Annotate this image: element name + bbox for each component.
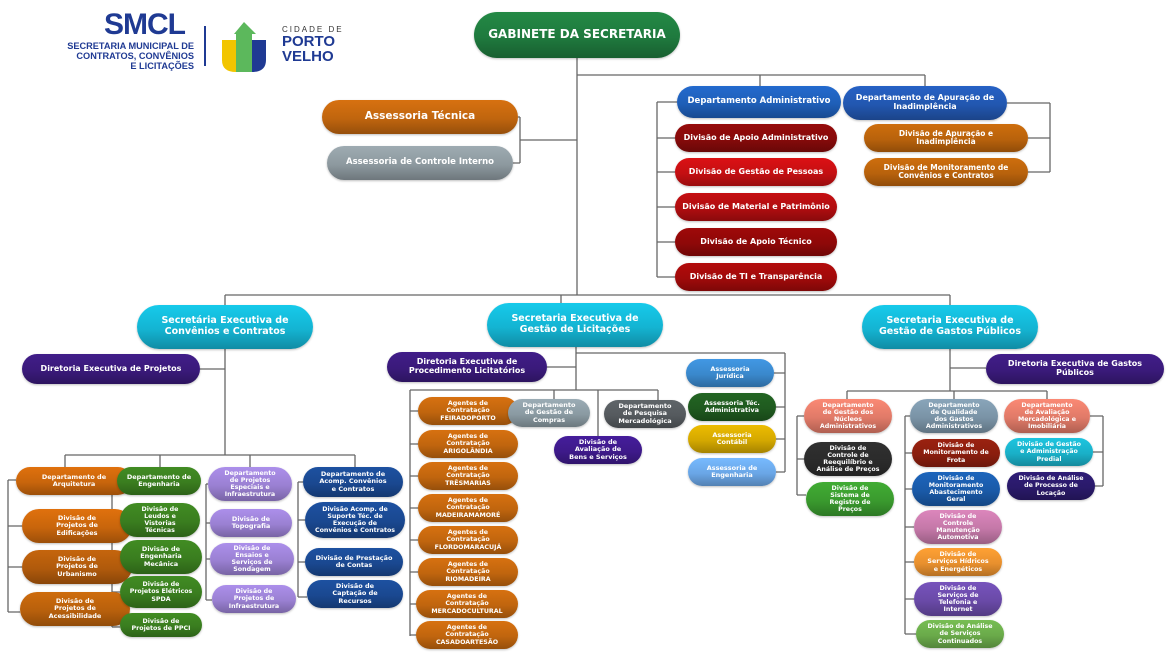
org-box-dep-avaliacao-mercadologica: Departamento de Avaliação Mercadológica … (1004, 399, 1090, 433)
logo-acronym: SMCL (104, 8, 186, 41)
org-box-dep-qualidade-gastos: Departamento de Qualidade dos Gastos Adm… (910, 399, 998, 433)
org-box-div-controle-reequilibrio: Divisão de Controle de Reequilíbrio e An… (804, 442, 892, 476)
org-box-div-monitoramento-convenios: Divisão de Monitoramento de Convênios e … (864, 158, 1028, 186)
org-box-agentes-mercadocultural: Agentes de Contratação MERCADOCULTURAL (416, 590, 518, 618)
org-box-div-captacao-recursos: Divisão de Captação de Recursos (307, 580, 403, 608)
org-box-div-monitoramento-abastecimento: Divisão de Monitoramento Abastecimento G… (912, 472, 1000, 506)
org-box-agentes-riomadeira: Agentes de Contratação RIOMADEIRA (418, 558, 518, 586)
org-box-div-monitoramento-frota: Divisão de Monitoramento de Frota (912, 439, 1000, 467)
org-box-sec-gastos-publicos: Secretaria Executiva de Gestão de Gastos… (862, 305, 1038, 349)
org-box-div-projetos-edificacoes: Divisão de Projetos de Edificações (22, 509, 132, 543)
org-box-assessoria-controle-interno: Assessoria de Controle Interno (327, 146, 513, 180)
org-box-div-topografia: Divisão de Topografia (210, 509, 292, 537)
org-box-div-analise-locacao: Divisão de Análise de Processo de Locaçã… (1007, 472, 1095, 500)
org-box-div-ti-transparencia: Divisão de TI e Transparência (675, 263, 837, 291)
org-box-dir-exec-projetos: Diretoria Executiva de Projetos (22, 354, 200, 384)
logo-divider (204, 26, 206, 66)
org-box-assessoria-tec-administrativa: Assessoria Téc. Administrativa (688, 393, 776, 421)
org-box-div-gestao-predial: Divisão de Gestão e Administração Predia… (1005, 438, 1093, 466)
org-box-agentes-tresmarias: Agentes de Contratação TRÊSMARIAS (418, 462, 518, 490)
org-box-div-controle-manutencao: Divisão de Controle Manutenção Automotiv… (914, 510, 1002, 544)
org-box-div-prestacao-contas: Divisão de Prestação de Contas (305, 548, 403, 576)
logo-city-small: CIDADE DE (282, 25, 344, 34)
org-box-sec-gestao-licitacoes: Secretaria Executiva de Gestão de Licita… (487, 303, 663, 347)
org-box-agentes-feiradoporto: Agentes de Contratação FEIRADOPORTO (418, 397, 518, 425)
org-box-div-apoio-tecnico: Divisão de Apoio Técnico (675, 228, 837, 256)
org-box-div-projetos-urbanismo: Divisão de Projetos de Urbanismo (22, 550, 132, 584)
org-box-dir-exec-procedimento: Diretoria Executiva de Procedimento Lici… (387, 352, 547, 382)
org-box-assessoria-juridica: Assessoria Jurídica (686, 359, 774, 387)
logo-name: SECRETARIA MUNICIPAL DE CONTRATOS, CONVÊ… (67, 41, 194, 71)
org-box-div-laudos-vistorias: Divisão de Leudos e Vistorias Técnicas (120, 503, 200, 537)
org-box-div-projetos-acessibilidade: Divisão de Projetos de Acessibilidade (20, 592, 130, 626)
org-box-div-projetos-infraestrutura: Divisão de Projetos de Infraestrutura (212, 585, 296, 613)
logo-city-name: PORTO VELHO (282, 33, 336, 65)
org-box-dep-gestao-compras: Departamento de Gestão de Compras (508, 399, 590, 427)
org-box-agentes-flordomaracuja: Agentes de Contratação FLORDOMARACUJÁ (418, 526, 518, 554)
org-box-div-ensaios-sondagem: Divisão de Ensaios e Serviços de Sondage… (210, 543, 294, 575)
org-box-div-sistema-registro-precos: Divisão de Sistema de Registro de Preços (806, 482, 894, 516)
org-box-div-servicos-telefonia: Divisão de Serviços de Telefonia e Inter… (914, 582, 1002, 616)
org-box-agentes-arigolandia: Agentes de Contratação ARIGOLÂNDIA (418, 430, 518, 458)
org-box-div-material-patrimonio: Divisão de Material e Patrimônio (675, 193, 837, 221)
org-box-div-projetos-ppci: Divisão de Projetos de PPCI (120, 613, 202, 637)
smcl-logo: SMCL SECRETARIA MUNICIPAL DE CONTRATOS, … (60, 8, 350, 78)
org-box-div-apuracao-inadimplencia: Divisão de Apuração e Inadimplência (864, 124, 1028, 152)
org-box-dep-gestao-nucleos: Departamento de Gestão dos Núcleos Admin… (804, 399, 892, 433)
org-box-div-acomp-suporte: Divisão Acomp. de Suporte Téc. de Execuç… (305, 502, 405, 538)
org-box-gabinete: GABINETE DA SECRETARIA (474, 12, 680, 58)
org-box-div-analise-servicos-continuados: Divisão de Análise de Serviços Continuad… (916, 620, 1004, 648)
org-box-assessoria-tecnica: Assessoria Técnica (322, 100, 518, 134)
org-box-dep-administrativo: Departamento Administrativo (677, 86, 841, 118)
org-box-div-servicos-hidricos: Divisão de Serviços Hídricos e Energétic… (914, 548, 1002, 576)
org-box-assessoria-engenharia: Assessoria de Engenharia (688, 458, 776, 486)
org-box-dep-apuracao-inadimplencia: Departamento de Apuração de Inadimplênci… (843, 86, 1007, 120)
org-box-agentes-casadoartesao: Agentes de Contratação CASADOARTESÃO (416, 621, 518, 649)
porto-velho-arrow-icon (222, 22, 266, 72)
org-box-sec-convenios-contratos: Secretária Executiva de Convênios e Cont… (137, 305, 313, 349)
org-box-assessoria-contabil: Assessoria Contábil (688, 425, 776, 453)
org-box-div-apoio-administrativo: Divisão de Apoio Administrativo (675, 124, 837, 152)
org-box-dep-pesquisa-mercadologica: Departamento de Pesquisa Mercadológica (604, 400, 686, 428)
org-box-div-avaliacao-bens-servicos: Divisão de Avaliação de Bens e Serviços (554, 436, 642, 464)
org-box-dep-projetos-especiais: Departamento de Projetos Especiais e Inf… (208, 467, 292, 501)
org-box-div-projetos-eletricos: Divisão de Projetos Elétricos SPDA (120, 576, 202, 608)
org-box-dir-exec-gastos: Diretoria Executiva de Gastos Públicos (986, 354, 1164, 384)
org-box-dep-acomp-convenios: Departamento de Acomp. Convênios e Contr… (303, 467, 403, 497)
org-box-div-gestao-pessoas: Divisão de Gestão de Pessoas (675, 158, 837, 186)
org-box-div-engenharia-mecanica: Divisão de Engenharia Mecânica (120, 540, 202, 574)
org-box-agentes-madeiramamore: Agentes de Contratação MADEIRAMAMORÉ (418, 494, 518, 522)
org-box-dep-engenharia: Departamento de Engenharia (117, 467, 201, 495)
org-box-dep-arquitetura: Departamento de Arquitetura (16, 467, 132, 495)
